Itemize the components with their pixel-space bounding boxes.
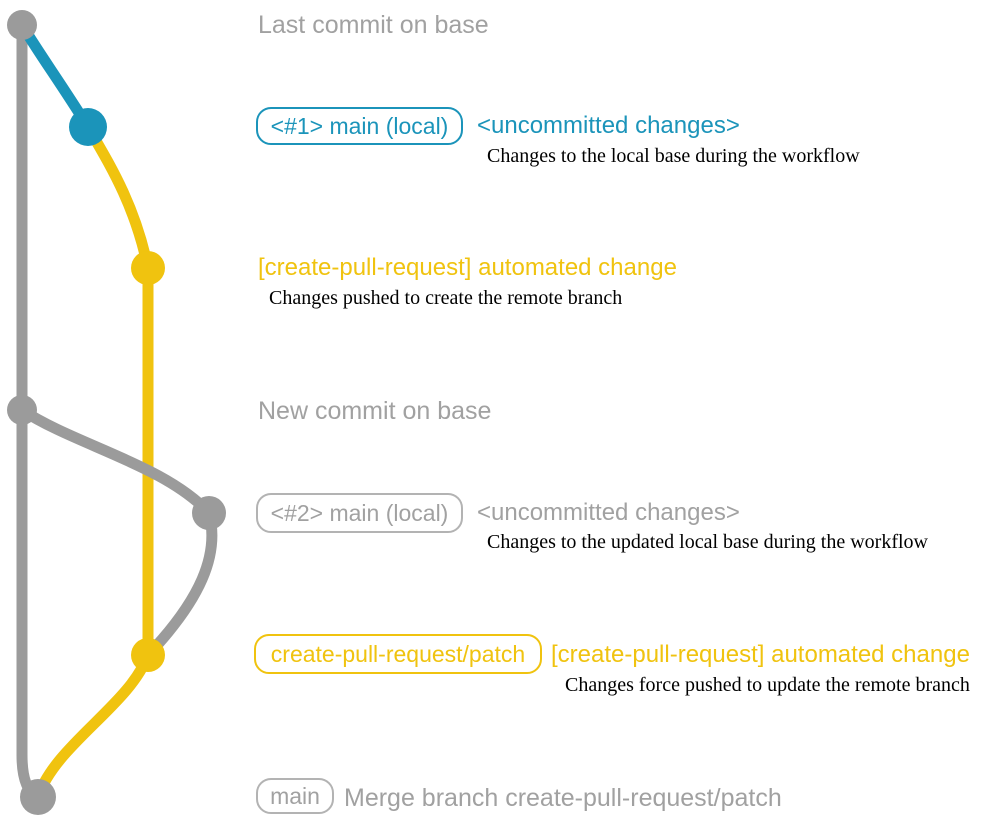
- branch-badge-main-local-2-label: <#2> main (local): [270, 499, 449, 526]
- branch-badge-main: main: [256, 778, 334, 814]
- merge-description: Merge branch create-pull-request/patch: [344, 784, 782, 812]
- commit-node-main-local-1: [69, 108, 107, 146]
- automated-change-2-label: [create-pull-request] automated change: [551, 641, 970, 668]
- branch-badge-create-pull-request-patch-label: create-pull-request/patch: [270, 640, 526, 667]
- automated-change-1-description: Changes pushed to create the remote bran…: [269, 287, 623, 309]
- branch-badge-main-local-1: <#1> main (local): [256, 107, 463, 145]
- branch-badge-main-local-2: <#2> main (local): [256, 493, 463, 533]
- last-commit-title: Last commit on base: [258, 11, 489, 39]
- branch-badge-main-label: main: [270, 782, 320, 809]
- rebase-branch-line: [16, 404, 218, 661]
- commit-node-automated-change-2: [131, 638, 165, 672]
- commit-node-merge: [20, 779, 56, 815]
- new-commit-title: New commit on base: [258, 397, 492, 425]
- branch-badge-main-local-1-label: <#1> main (local): [270, 112, 449, 139]
- commit-node-automated-change-1: [131, 251, 165, 285]
- branch-badge-create-pull-request-patch: create-pull-request/patch: [254, 634, 542, 674]
- commit-node-main-local-2: [192, 496, 226, 530]
- local-main-2-description: Changes to the updated local base during…: [487, 531, 928, 553]
- automated-change-1-label: [create-pull-request] automated change: [258, 254, 677, 281]
- commit-node-new-base: [7, 395, 37, 425]
- local-main-1-description: Changes to the local base during the wor…: [487, 145, 860, 167]
- automated-change-2-description: Changes force pushed to update the remot…: [565, 674, 970, 696]
- uncommitted-changes-label-2: <uncommitted changes>: [477, 499, 740, 526]
- uncommitted-changes-label-1: <uncommitted changes>: [477, 112, 740, 139]
- commit-node-last-base: [7, 10, 37, 40]
